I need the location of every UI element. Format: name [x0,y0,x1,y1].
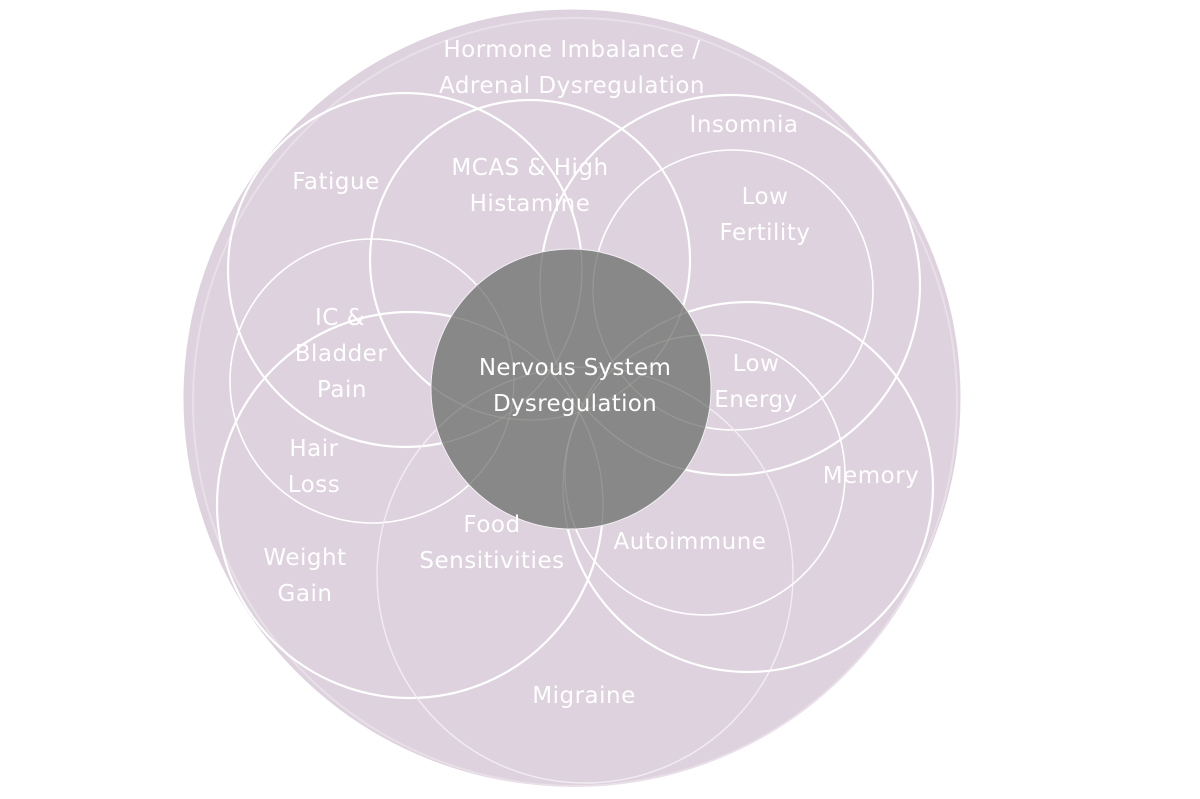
svg-text:Nervous System: Nervous System [479,355,671,381]
svg-text:Histamine: Histamine [470,191,591,217]
outer-circle-echo [192,17,958,787]
svg-text:Hair: Hair [289,436,338,462]
svg-text:MCAS & High: MCAS & High [451,155,608,181]
svg-text:Dysregulation: Dysregulation [493,391,657,417]
svg-text:Weight: Weight [263,545,346,571]
svg-text:Low: Low [733,351,780,377]
label-center: Nervous System Dysregulation [479,355,671,417]
svg-text:Sensitivities: Sensitivities [419,548,564,574]
svg-text:Gain: Gain [278,581,333,607]
svg-text:Pain: Pain [317,377,367,403]
svg-text:Energy: Energy [714,387,798,413]
label-hormone: Hormone Imbalance / Adrenal Dysregulatio… [439,37,705,99]
label-mcas: MCAS & High Histamine [451,155,608,217]
label-weight-gain: Weight Gain [263,545,346,607]
svg-text:Food: Food [463,512,520,538]
label-low-energy: Low Energy [714,351,798,413]
label-fatigue: Fatigue [292,169,379,195]
svg-text:Bladder: Bladder [295,341,388,367]
svg-text:Low: Low [742,184,789,210]
label-food-sensitivities: Food Sensitivities [419,512,564,574]
label-migraine: Migraine [532,683,636,709]
label-fertility: Low Fertility [720,184,811,246]
label-insomnia: Insomnia [690,112,799,138]
label-memory: Memory [823,463,920,489]
label-ic-bladder: IC & Bladder Pain [295,305,388,403]
svg-text:Adrenal Dysregulation: Adrenal Dysregulation [439,73,705,99]
svg-text:Loss: Loss [288,472,340,498]
label-hair-loss: Hair Loss [288,436,340,498]
svg-text:Fertility: Fertility [720,220,811,246]
svg-text:IC &: IC & [315,305,365,331]
label-autoimmune: Autoimmune [614,529,767,555]
svg-text:Hormone Imbalance /: Hormone Imbalance / [443,37,700,63]
